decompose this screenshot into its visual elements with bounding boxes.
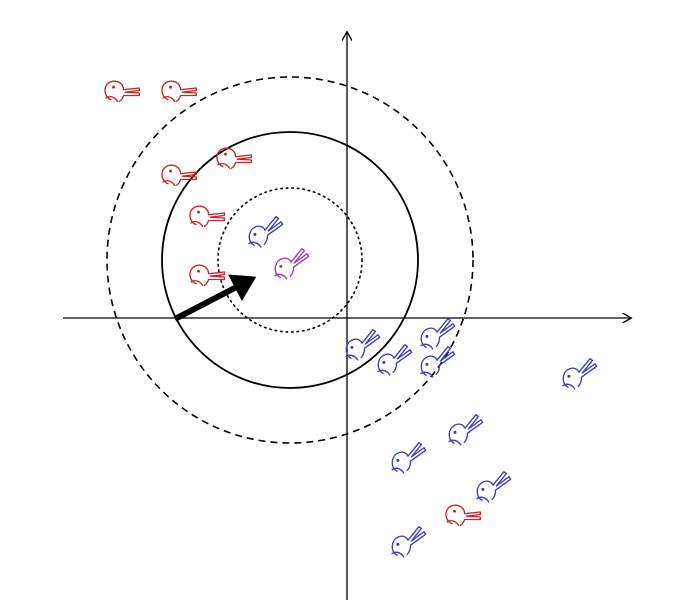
duck-rabbit-icon: [189, 205, 226, 228]
duck-rabbit-icon: [562, 358, 598, 390]
middle-solid-circle: [161, 131, 419, 389]
duck-rabbit-icon: [274, 248, 310, 280]
duck-rabbit-icon: [391, 442, 427, 474]
outer-dashed-circle: [106, 76, 474, 444]
duck-rabbit-icon: [445, 504, 482, 527]
duck-rabbit-icon: [420, 318, 456, 350]
red-items: [104, 80, 482, 527]
duck-rabbit-icon: [104, 80, 141, 103]
duck-rabbit-icon: [161, 164, 198, 187]
query-items: [274, 248, 310, 280]
duck-rabbit-icon: [476, 471, 512, 503]
duck-rabbit-icon: [189, 264, 226, 287]
duck-rabbit-icon: [420, 346, 456, 378]
duck-rabbit-icon: [377, 344, 413, 376]
inner-dotted-circle: [217, 187, 363, 333]
shift-arrow: [173, 274, 257, 322]
duck-rabbit-icon: [248, 216, 284, 248]
duck-rabbit-icon: [448, 414, 484, 446]
duck-rabbit-icon: [161, 80, 198, 103]
duck-rabbit-icon: [391, 526, 427, 558]
